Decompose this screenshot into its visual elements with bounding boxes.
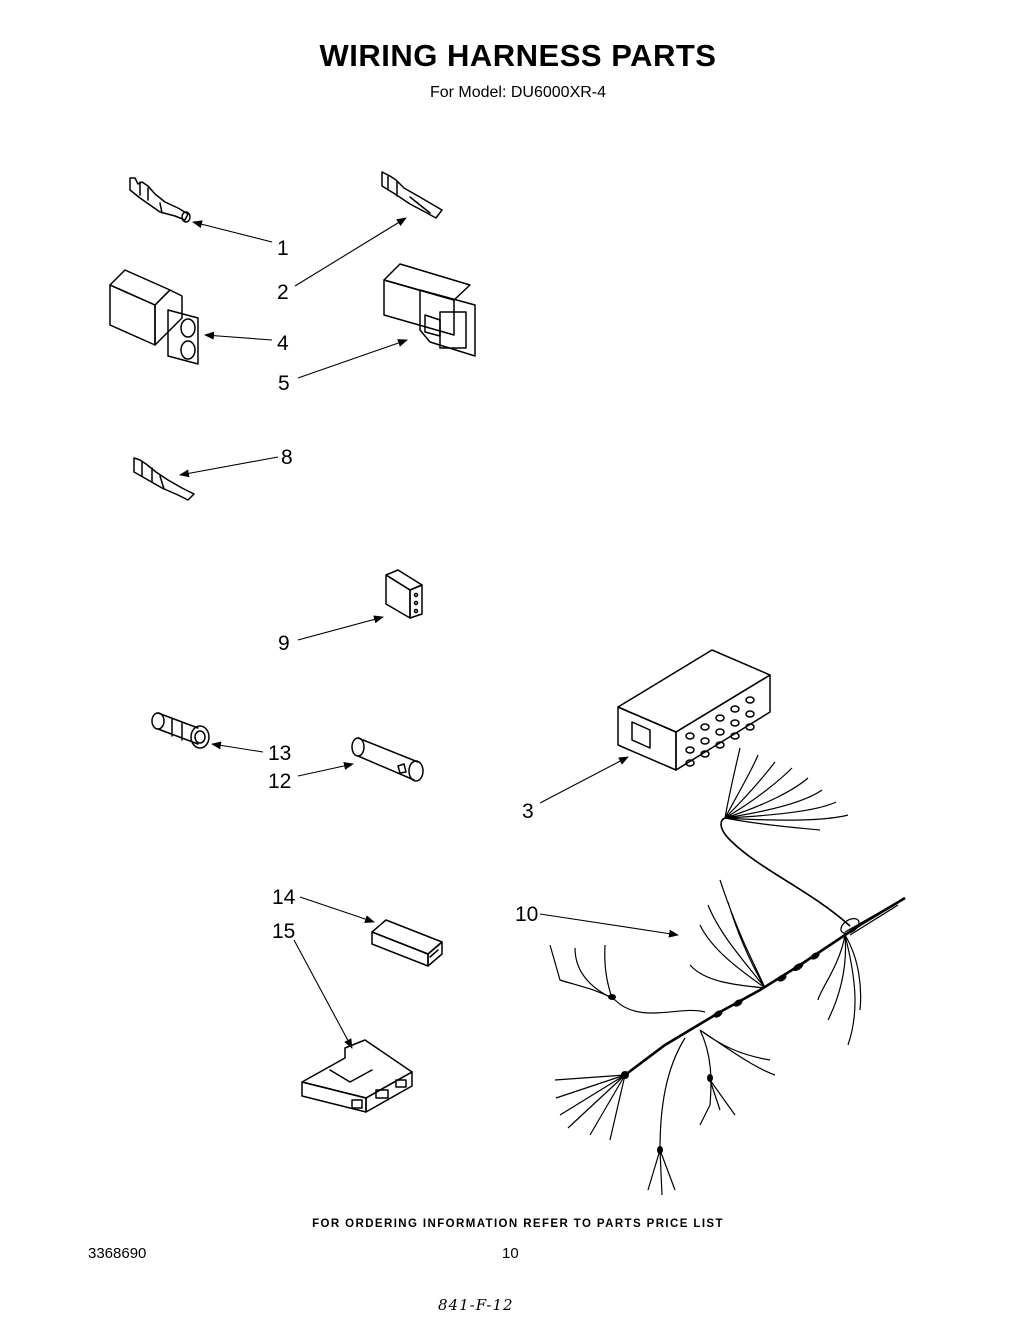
callout-12: 12 (268, 770, 291, 793)
model-subtitle: For Model: DU6000XR-4 (429, 84, 607, 101)
part-14-flat-terminal (371, 919, 443, 967)
leader-10 (539, 913, 679, 938)
part-13-sleeve (151, 712, 210, 749)
part-8-terminal (133, 457, 195, 501)
part-15-connector-clip (301, 1039, 413, 1113)
callout-14: 14 (272, 886, 296, 909)
page-title: WIRING HARNESS PARTS (319, 38, 717, 73)
leader-14 (299, 896, 375, 923)
part-3-multipin-block (617, 649, 771, 771)
callout-10: 10 (515, 903, 538, 926)
callout-15: 15 (272, 920, 295, 943)
callout-9: 9 (278, 632, 290, 655)
ordering-info-note: FOR ORDERING INFORMATION REFER TO PARTS … (312, 1218, 724, 1230)
leader-8 (179, 456, 279, 478)
block-cavities (685, 696, 755, 767)
callout-5: 5 (278, 372, 290, 395)
part-1-terminal (129, 177, 191, 223)
leader-9 (297, 615, 384, 641)
harness-junctions (608, 952, 820, 1154)
leader-2 (294, 217, 407, 287)
part-4-connector-housing (109, 269, 199, 365)
callout-2: 2 (277, 281, 289, 304)
leader-4 (204, 331, 273, 341)
part-5-connector-housing (383, 263, 476, 357)
leader-1 (192, 220, 273, 243)
document-number: 3368690 (88, 1245, 147, 1262)
leader-15 (293, 939, 353, 1049)
callout-13: 13 (268, 742, 291, 765)
leader-12 (297, 762, 354, 777)
leader-13 (211, 741, 264, 753)
part-2-terminal (381, 171, 443, 219)
leader-5 (297, 339, 408, 379)
handwritten-note: 841-F-12 (438, 1296, 514, 1314)
callout-1: 1 (277, 237, 289, 260)
callout-4: 4 (277, 332, 289, 355)
leader-3 (539, 756, 629, 804)
page-number: 10 (502, 1245, 519, 1262)
part-12-butt-connector (351, 737, 424, 782)
callout-3: 3 (522, 800, 534, 823)
part-9-small-connector (385, 569, 423, 619)
part-10-wiring-harness (549, 747, 906, 1196)
callout-8: 8 (281, 446, 293, 469)
